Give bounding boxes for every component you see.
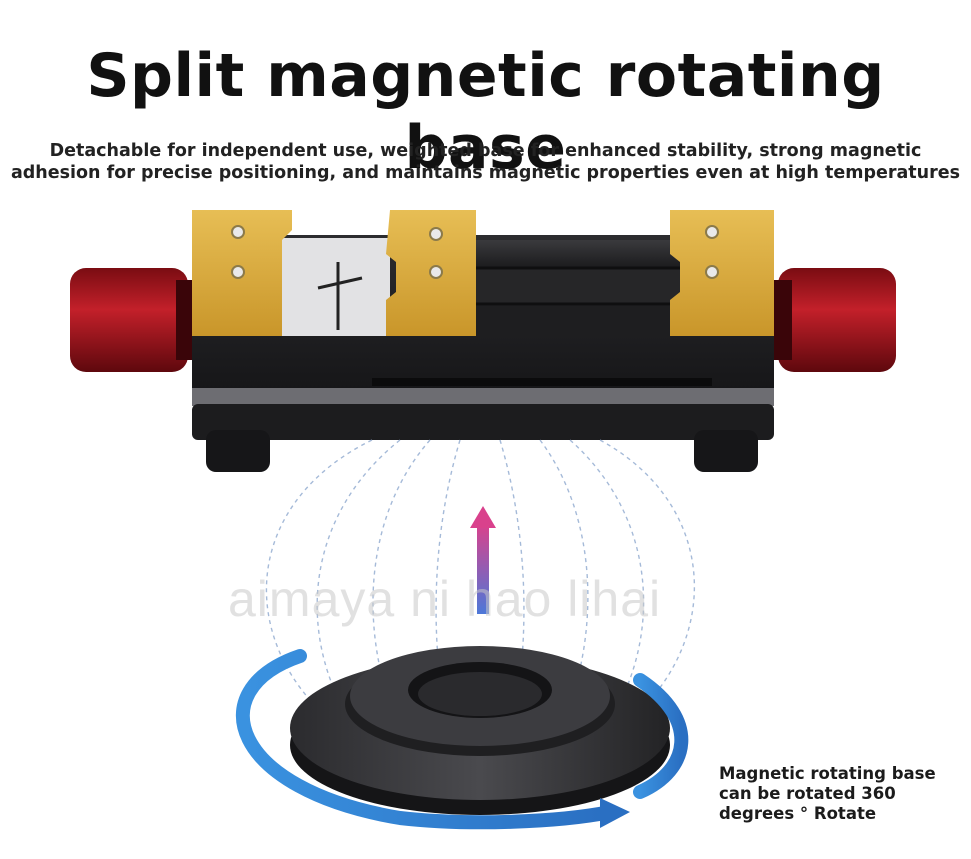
subtitle-line-2: adhesion for precise positioning, and ma…	[10, 163, 961, 183]
circular-rotation-arrow-icon	[236, 649, 689, 830]
upward-magnetic-arrow-icon	[470, 506, 496, 614]
left-red-knob	[70, 268, 198, 372]
right-red-knob	[770, 268, 896, 372]
rotation-caption: Magnetic rotating base can be rotated 36…	[719, 764, 959, 824]
watermark-text: aimaya ni hao lihai	[228, 571, 662, 627]
subtitle-line-1: Detachable for independent use, weighted…	[49, 141, 922, 161]
right-gold-clamp	[670, 210, 774, 336]
pcb-holder-fixture	[70, 210, 896, 472]
caption-line-1: Magnetic rotating base	[719, 764, 936, 783]
caption-line-2: can be rotated 360	[719, 784, 896, 803]
magnetic-rotating-base	[290, 646, 670, 815]
page-subtitle: Detachable for independent use, weighted…	[0, 140, 971, 184]
caption-line-3: degrees ° Rotate	[719, 804, 877, 823]
page-title: Split magnetic rotating base	[86, 41, 885, 183]
